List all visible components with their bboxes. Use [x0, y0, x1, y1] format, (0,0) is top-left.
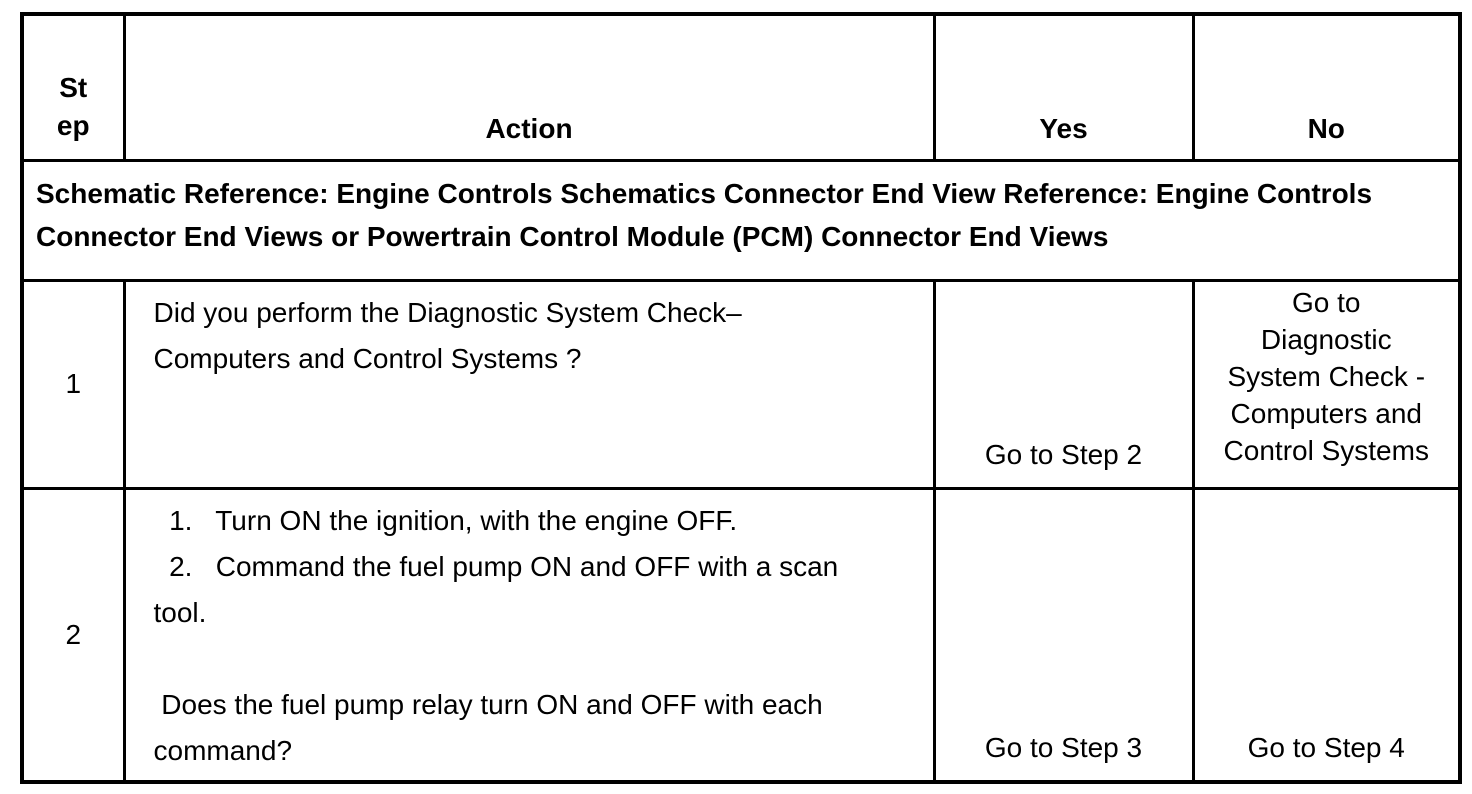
step-2-action: 1. Turn ON the ignition, with the engine…: [122, 486, 936, 784]
header-yes: Yes: [932, 12, 1195, 162]
step-1-number: 1: [20, 278, 126, 490]
diagnostic-steps-table: St ep Action Yes No Schematic Reference: …: [20, 12, 1462, 784]
table-header-row: St ep Action Yes No: [20, 12, 1462, 162]
text-line: System Check -: [1227, 360, 1426, 392]
text-line: Does the fuel pump relay turn ON and OFF…: [153, 688, 823, 720]
text-line: Diagnostic: [1260, 323, 1392, 355]
text-line: [154, 636, 905, 682]
text-line: Control Systems: [1223, 434, 1429, 466]
text-line: 2. Command the fuel pump ON and OFF with…: [153, 550, 839, 582]
table-row-step-1: 1 Did you perform the Diagnostic System …: [20, 278, 1462, 490]
header-action: Action: [122, 12, 936, 162]
table-row-step-2: 2 1. Turn ON the ignition, with the engi…: [20, 486, 1462, 784]
text-line: ep: [56, 109, 90, 141]
text-line: Go to: [1292, 286, 1361, 318]
text-line: Schematic Reference: Engine Controls Sch…: [36, 177, 1373, 209]
header-step: St ep: [20, 12, 126, 162]
step-1-yes: Go to Step 2: [932, 278, 1195, 490]
step-2-yes: Go to Step 3: [932, 486, 1195, 784]
step-2-number: 2: [20, 486, 126, 784]
step-1-action: Did you perform the Diagnostic System Ch…: [122, 278, 936, 490]
text-line: St: [59, 71, 88, 103]
text-line: command?: [153, 734, 293, 766]
text-line: Computers and: [1230, 397, 1422, 429]
text-line: Computers and Control Systems ?: [153, 342, 582, 374]
text-line: Did you perform the Diagnostic System Ch…: [153, 296, 742, 328]
step-2-no: Go to Step 4: [1191, 486, 1462, 784]
schematic-reference-row: Schematic Reference: Engine Controls Sch…: [20, 158, 1462, 282]
text-line: tool.: [153, 596, 207, 628]
text-line: 1. Turn ON the ignition, with the engine…: [153, 504, 738, 536]
text-line: Connector End Views or Powertrain Contro…: [36, 220, 1109, 252]
header-no: No: [1191, 12, 1462, 162]
schematic-reference-note: Schematic Reference: Engine Controls Sch…: [20, 158, 1462, 282]
